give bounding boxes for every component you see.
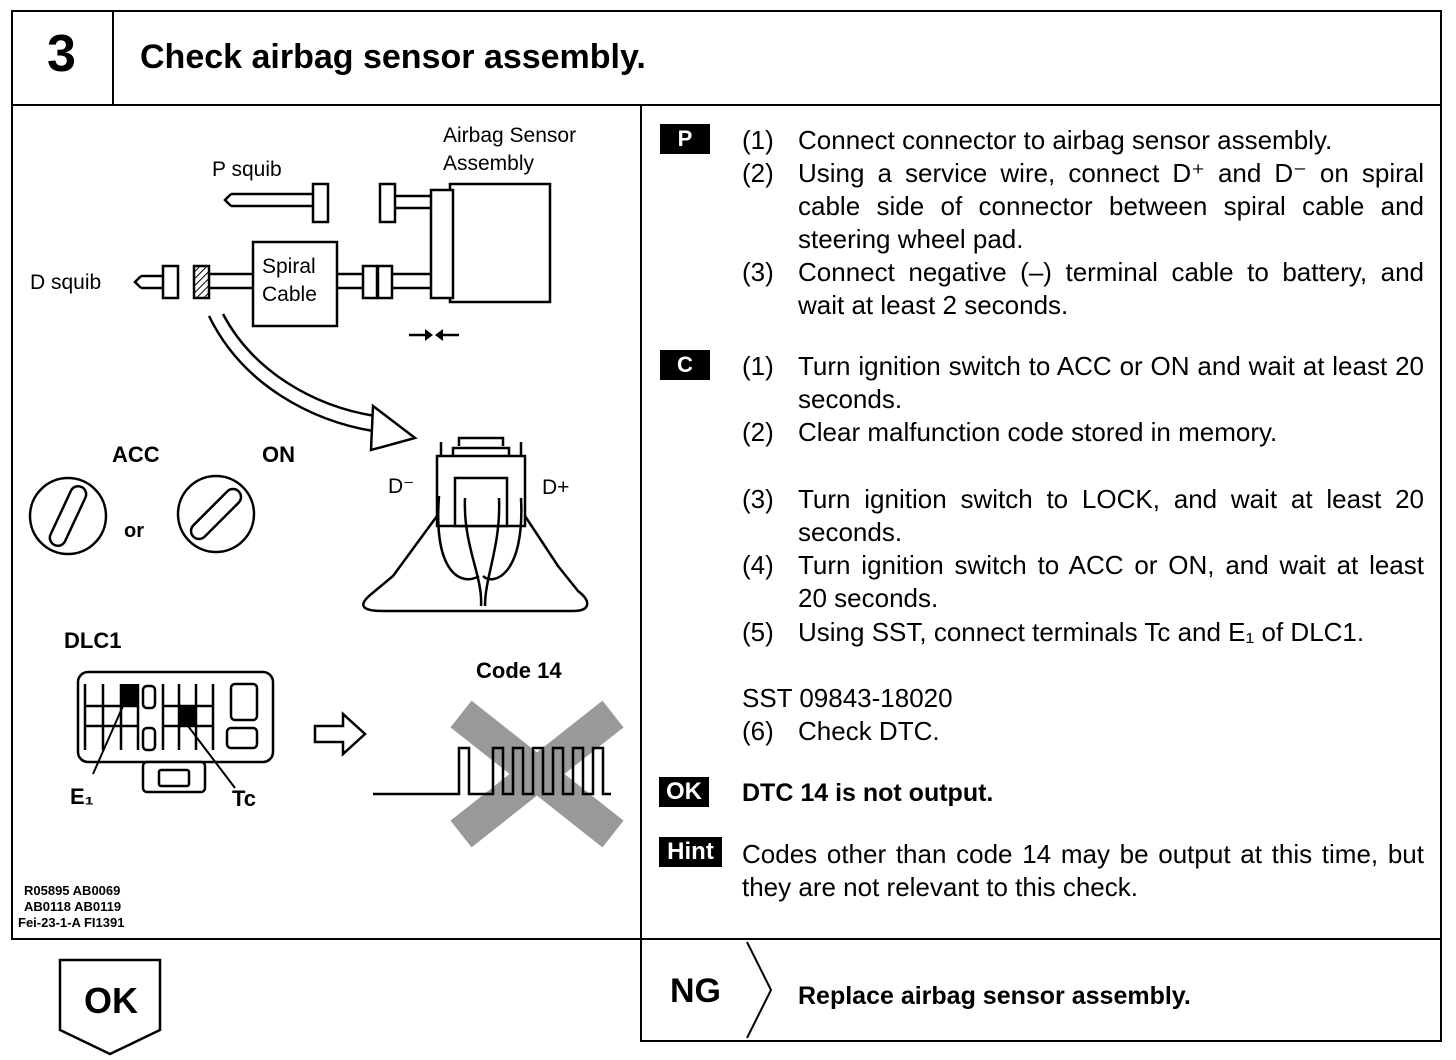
label-d-plus: D+ (542, 476, 570, 499)
label-on: ON (262, 442, 295, 467)
p-step-1-text: Connect connector to airbag sensor assem… (798, 125, 1333, 155)
label-code14: Code 14 (476, 658, 562, 683)
hollow-arrow (313, 711, 367, 757)
ok-result-text: DTC 14 is not output. (742, 779, 994, 807)
airbag-diagram (28, 182, 624, 848)
label-airbag-sensor: Airbag Sensor (443, 124, 577, 147)
c-step-6-text: Check DTC. (798, 716, 940, 746)
p-squib-wire (223, 192, 313, 208)
e1-terminal (121, 684, 138, 706)
ok-branch-label: OK (84, 980, 138, 1021)
ng-action-text: Replace airbag sensor assembly. (798, 982, 1191, 1010)
sensor-assembly-box (448, 182, 552, 304)
c-step-3-num: (3) (742, 484, 774, 514)
ref-code-3: Fei-23-1-A FI1391 (18, 915, 125, 930)
c-step-4-text: Turn ignition switch to ACC or ON, and w… (798, 550, 1424, 613)
dlc1-connector (76, 670, 275, 794)
tag-p: P (660, 124, 710, 154)
ref-code-1: R05895 AB0069 (24, 883, 121, 898)
step-title: Check airbag sensor assembly. (140, 38, 646, 76)
column-divider (640, 104, 642, 940)
step-number-divider (112, 10, 114, 105)
p-step-2-text: Using a service wire, connect D⁺ and D⁻ … (798, 158, 1424, 254)
label-tc: Tc (232, 786, 257, 811)
label-spiral: Spiral (262, 255, 316, 278)
hint-text: Codes other than code 14 may be output a… (742, 839, 1424, 902)
tag-ok: OK (659, 777, 709, 807)
c-step-5-num: (5) (742, 617, 774, 647)
c-step-2-num: (2) (742, 417, 774, 447)
step-number: 3 (47, 25, 76, 83)
sensor-connector (429, 188, 455, 300)
label-or: or (124, 520, 144, 542)
service-wire-connector (362, 436, 589, 613)
ng-chevron (746, 941, 773, 1039)
p-step-3-num: (3) (742, 257, 774, 287)
code14-waveform (373, 700, 624, 848)
ref-code-2: AB0118 AB0119 (24, 899, 122, 914)
d-squib-wire (133, 274, 163, 290)
label-e1: E₁ (70, 784, 94, 809)
c-step-4-num: (4) (742, 550, 774, 580)
hatched-connector (192, 264, 211, 300)
acc-key-circle (28, 476, 108, 556)
tag-c: C (660, 350, 710, 380)
ng-branch-label: NG (670, 972, 721, 1010)
c-step-1-num: (1) (742, 351, 774, 381)
c-step-3-text: Turn ignition switch to LOCK, and wait a… (798, 484, 1424, 547)
c-step-2-text: Clear malfunction code stored in memory. (798, 417, 1278, 447)
label-dlc1: DLC1 (64, 628, 122, 653)
tag-hint: Hint (659, 837, 722, 867)
c-step-6-num: (6) (742, 716, 774, 746)
tc-terminal (179, 706, 196, 726)
label-assembly: Assembly (443, 152, 535, 175)
spiral-cable-box (251, 240, 339, 328)
curved-arrow (207, 315, 374, 433)
ok-pentagon (58, 958, 162, 1056)
label-d-minus: D⁻ (388, 475, 415, 498)
label-p-squib: P squib (212, 158, 282, 181)
header-divider (11, 104, 1442, 106)
p-step-2-num: (2) (742, 158, 774, 188)
label-cable: Cable (262, 283, 317, 306)
p-step-3-text: Connect negative (–) terminal cable to b… (798, 257, 1424, 320)
c-step-5-text: Using SST, connect terminals Tc and E₁ o… (798, 617, 1365, 647)
on-key-circle (176, 474, 256, 554)
sst-number: SST 09843-18020 (742, 683, 953, 713)
ng-box (640, 938, 1442, 1042)
p-step-1-num: (1) (742, 125, 774, 155)
c-step-1-text: Turn ignition switch to ACC or ON and wa… (798, 351, 1424, 414)
label-d-squib: D squib (30, 271, 102, 294)
label-acc: ACC (112, 442, 160, 467)
